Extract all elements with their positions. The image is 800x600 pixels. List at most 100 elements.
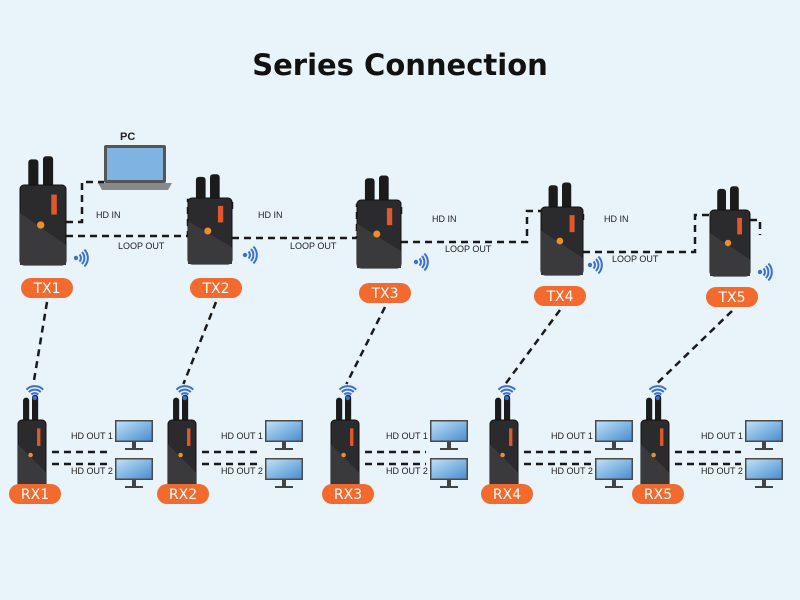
transmitter-badge: TX5 xyxy=(706,287,758,307)
wifi-arc xyxy=(81,251,86,265)
monitor-stand xyxy=(612,442,616,448)
antenna xyxy=(364,178,375,205)
wifi-arc xyxy=(343,392,352,396)
antenna xyxy=(562,182,572,212)
wifi-signal-icon xyxy=(175,385,194,401)
monitor-screen xyxy=(596,459,632,479)
monitor-icon xyxy=(265,420,303,450)
wireless-link-3 xyxy=(345,306,387,385)
receiver-badge: RX4 xyxy=(481,484,533,504)
wifi-dot xyxy=(32,395,37,401)
device-panel xyxy=(357,223,401,268)
device-logo xyxy=(660,428,664,446)
wifi-signal-icon xyxy=(497,385,516,401)
wifi-signal-icon xyxy=(648,385,667,401)
device-logo xyxy=(350,428,354,446)
wifi-dot xyxy=(757,269,763,275)
transmitter-tx5 xyxy=(709,186,751,277)
monitor-stand xyxy=(282,480,286,486)
device-logo xyxy=(569,215,575,233)
monitor-base xyxy=(440,486,458,488)
wifi-arc xyxy=(421,255,426,269)
transmitter-badge: TX4 xyxy=(534,286,586,306)
monitor-icon xyxy=(745,458,783,488)
pc-label: PC xyxy=(120,131,135,143)
wifi-arc xyxy=(597,255,603,275)
hd-out-1-label: HD OUT 1 xyxy=(551,431,593,441)
monitor-base xyxy=(440,448,458,450)
badge-bg xyxy=(359,283,411,303)
wifi-arc xyxy=(767,262,773,282)
badge-bg xyxy=(21,278,73,298)
monitor-screen xyxy=(116,421,152,441)
antenna xyxy=(646,397,653,425)
laptop-screen xyxy=(107,148,163,180)
badge-label: TX1 xyxy=(32,281,60,297)
antenna xyxy=(173,397,180,425)
hd-out-1-label: HD OUT 1 xyxy=(221,431,263,441)
antenna xyxy=(195,176,206,202)
device-panel xyxy=(20,213,66,265)
receiver-badge: RX5 xyxy=(632,484,684,504)
wifi-arc xyxy=(78,253,82,263)
receiver-rx1 xyxy=(17,394,47,491)
device-button xyxy=(651,452,656,458)
wifi-arc xyxy=(765,265,770,279)
wifi-dot xyxy=(182,395,187,401)
badge-label: RX3 xyxy=(334,487,362,503)
wifi-arc xyxy=(30,392,39,396)
device-panel xyxy=(541,230,583,275)
hd-out-2-label: HD OUT 2 xyxy=(701,466,743,476)
monitor-icon xyxy=(745,420,783,450)
wifi-arc xyxy=(175,385,194,391)
monitor-icon xyxy=(430,458,468,488)
receiver-rx2 xyxy=(167,394,197,491)
wifi-dot xyxy=(242,252,248,258)
wifi-signal-icon xyxy=(413,252,429,272)
device-logo xyxy=(737,217,742,235)
monitor-screen xyxy=(596,421,632,441)
monitor-screen xyxy=(266,421,302,441)
wifi-arc xyxy=(252,245,258,265)
wifi-arc xyxy=(423,252,429,272)
wifi-arc xyxy=(28,388,42,393)
monitor-screen xyxy=(266,459,302,479)
transmitter-tx3 xyxy=(356,175,402,269)
wifi-arc xyxy=(651,388,665,393)
transmitter-tx2 xyxy=(187,174,233,265)
badge-label: TX3 xyxy=(370,286,398,302)
badge-label: TX2 xyxy=(201,281,229,297)
monitor-base xyxy=(605,448,623,450)
hd-out-2-label: HD OUT 2 xyxy=(221,466,263,476)
antenna xyxy=(28,159,39,190)
device-button xyxy=(556,237,564,245)
monitor-stand xyxy=(447,480,451,486)
badge-bg xyxy=(534,286,586,306)
badge-label: RX2 xyxy=(169,487,197,503)
device-panel xyxy=(641,444,669,490)
device-logo xyxy=(187,428,191,446)
loop-out-label: LOOP OUT xyxy=(290,241,337,251)
monitor-stand xyxy=(612,480,616,486)
antenna xyxy=(23,397,30,425)
receiver-rx5 xyxy=(640,394,670,491)
monitor-stand xyxy=(132,442,136,448)
antenna xyxy=(336,397,343,425)
monitor-stand xyxy=(447,442,451,448)
wifi-arc xyxy=(648,385,667,391)
badge-bg xyxy=(481,484,533,504)
loop-out-label: LOOP OUT xyxy=(118,241,165,251)
device-logo xyxy=(509,428,513,446)
badge-label: RX1 xyxy=(21,487,49,503)
wifi-arc xyxy=(83,248,89,268)
badge-label: TX5 xyxy=(717,290,745,306)
antenna xyxy=(495,397,502,425)
device-panel xyxy=(331,444,359,490)
badge-bg xyxy=(157,484,209,504)
antenna xyxy=(32,394,39,425)
transmitter-tx1 xyxy=(19,156,67,266)
wifi-arc xyxy=(178,388,192,393)
wifi-dot xyxy=(655,395,660,401)
hd-out-1-label: HD OUT 1 xyxy=(386,431,428,441)
antenna xyxy=(379,175,389,205)
